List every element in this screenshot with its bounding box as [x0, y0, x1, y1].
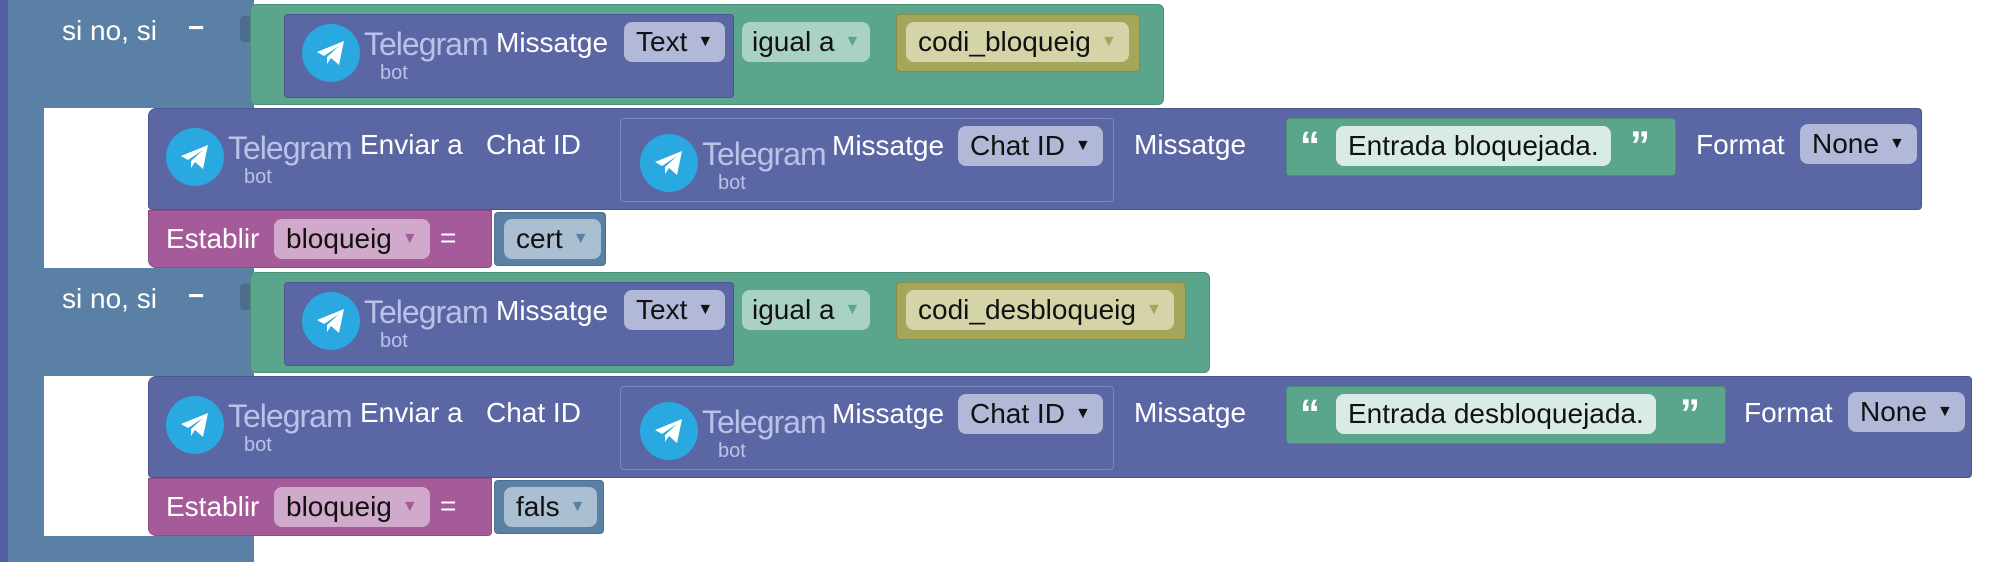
dropdown-arrow-icon: ▼ — [697, 301, 714, 318]
do-label: fer — [62, 118, 95, 149]
dropdown-arrow-icon: ▼ — [1145, 301, 1162, 318]
message-field-dropdown[interactable]: Chat ID▼ — [958, 126, 1103, 166]
variable-name-dropdown[interactable]: bloqueig▼ — [274, 219, 430, 259]
telegram-logo-icon: Telegram bot — [302, 16, 502, 96]
variable-name-dropdown[interactable]: bloqueig▼ — [274, 487, 430, 527]
variable-dropdown[interactable]: codi_bloqueig▼ — [906, 22, 1129, 62]
text-literal-field[interactable]: Entrada bloquejada. — [1336, 126, 1611, 166]
chat-id-label: Chat ID — [486, 129, 581, 160]
dropdown-arrow-icon: ▼ — [1936, 403, 1953, 420]
minus-icon[interactable]: − — [188, 12, 205, 43]
telegram-logo-icon: Telegram bot — [640, 394, 840, 474]
boolean-dropdown[interactable]: cert▼ — [504, 219, 601, 259]
dropdown-arrow-icon: ▼ — [1100, 33, 1117, 50]
variable-dropdown[interactable]: codi_desbloqueig▼ — [906, 290, 1174, 330]
dropdown-arrow-icon: ▼ — [844, 301, 861, 318]
equals-sign: = — [440, 222, 457, 253]
equals-sign: = — [440, 490, 457, 521]
telegram-logo-icon: Telegram bot — [302, 284, 502, 364]
workspace-edge — [0, 0, 8, 562]
chat-id-label: Chat ID — [486, 397, 581, 428]
input-notch — [240, 16, 250, 42]
dropdown-arrow-icon: ▼ — [697, 33, 714, 50]
if-block-spine[interactable] — [8, 0, 44, 562]
send-to-label: Enviar a — [360, 397, 463, 428]
quote-close-icon: ” — [1630, 124, 1650, 168]
missatge-label: Missatge — [496, 295, 609, 326]
send-to-label: Enviar a — [360, 129, 463, 160]
dropdown-arrow-icon: ▼ — [401, 498, 418, 515]
dropdown-arrow-icon: ▼ — [569, 498, 586, 515]
missatge-label: Missatge — [496, 27, 609, 58]
compare-operator-dropdown[interactable]: igual a▼ — [742, 22, 871, 62]
format-dropdown[interactable]: None▼ — [1848, 392, 1965, 432]
else-if-label: si no, si — [62, 283, 157, 314]
else-if-row[interactable] — [44, 0, 254, 108]
message-field-dropdown[interactable]: Text▼ — [624, 22, 726, 62]
format-label: Format — [1744, 397, 1833, 428]
if-block-continuation — [44, 536, 254, 562]
dropdown-arrow-icon: ▼ — [844, 33, 861, 50]
dropdown-arrow-icon: ▼ — [1074, 405, 1091, 422]
missatge-label: Missatge — [1134, 397, 1247, 428]
input-notch — [240, 284, 250, 310]
quote-open-icon: “ — [1300, 124, 1320, 168]
missatge-label: Missatge — [832, 398, 945, 429]
minus-icon[interactable]: − — [188, 280, 205, 311]
dropdown-arrow-icon: ▼ — [572, 230, 589, 247]
text-literal-field[interactable]: Entrada desbloquejada. — [1336, 394, 1656, 434]
telegram-logo-icon: Telegram bot — [166, 120, 366, 200]
set-label: Establir — [166, 223, 260, 254]
format-label: Format — [1696, 129, 1785, 160]
missatge-label: Missatge — [1134, 129, 1247, 160]
do-label: fer — [62, 386, 95, 417]
set-label: Establir — [166, 491, 260, 522]
message-field-dropdown[interactable]: Chat ID▼ — [958, 394, 1103, 434]
dropdown-arrow-icon: ▼ — [1888, 135, 1905, 152]
missatge-label: Missatge — [832, 130, 945, 161]
dropdown-arrow-icon: ▼ — [401, 230, 418, 247]
telegram-logo-icon: Telegram bot — [640, 126, 840, 206]
format-dropdown[interactable]: None▼ — [1800, 124, 1917, 164]
quote-close-icon: ” — [1680, 392, 1700, 436]
else-if-row[interactable] — [44, 268, 254, 376]
message-field-dropdown[interactable]: Text▼ — [624, 290, 726, 330]
else-if-label: si no, si — [62, 15, 157, 46]
boolean-dropdown[interactable]: fals▼ — [504, 487, 598, 527]
dropdown-arrow-icon: ▼ — [1074, 137, 1091, 154]
compare-operator-dropdown[interactable]: igual a▼ — [742, 290, 871, 330]
telegram-logo-icon: Telegram bot — [166, 388, 366, 468]
quote-open-icon: “ — [1300, 392, 1320, 436]
